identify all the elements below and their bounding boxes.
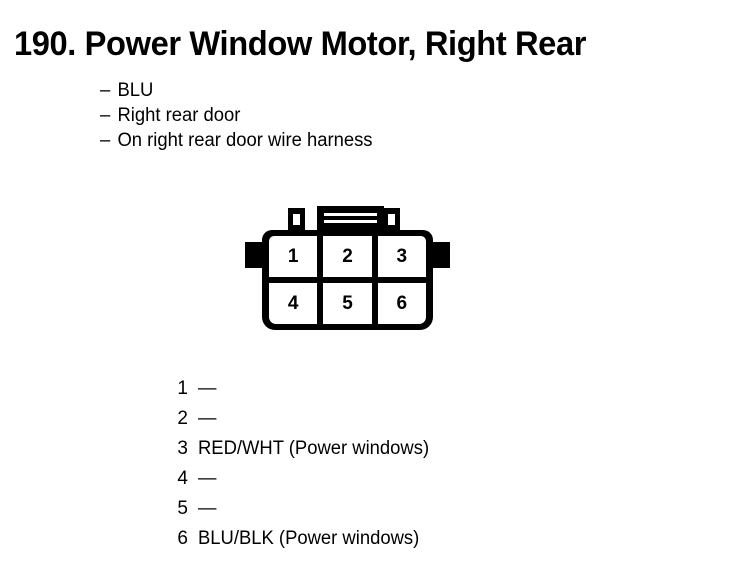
- note-item-label: On right rear door wire harness: [117, 130, 373, 151]
- pin-description: —: [198, 468, 217, 489]
- pin-number: 6: [177, 528, 188, 549]
- connector-body: 1 2 3 4 5 6: [262, 230, 433, 330]
- page-title: 190. Power Window Motor, Right Rear: [14, 25, 587, 63]
- note-list: –BLU –Right rear door –On right rear doo…: [100, 78, 620, 153]
- connector-diagram: 1 2 3 4 5 6: [245, 204, 450, 332]
- pin-assignment-list: 1 — 2 — 3 RED/WHT (Power windows) 4 — 5 …: [176, 378, 436, 558]
- pin-row: 4 —: [176, 468, 436, 498]
- note-dash-icon: –: [100, 105, 111, 126]
- note-item-label: Right rear door: [117, 105, 241, 126]
- pin-row: 2 —: [176, 408, 436, 438]
- pin-number: 1: [177, 378, 188, 399]
- connector-tab-left-hole: [293, 214, 300, 225]
- connector-latch-icon: [317, 206, 384, 232]
- pin-description: RED/WHT (Power windows): [198, 438, 430, 459]
- connector-pin-cell: 4: [269, 283, 318, 324]
- pin-number: 3: [177, 438, 188, 459]
- note-item: –Right rear door: [100, 103, 604, 128]
- note-item: –BLU: [100, 78, 604, 103]
- connector-pin-cell: 6: [377, 283, 426, 324]
- pin-description: BLU/BLK (Power windows): [198, 528, 420, 549]
- connector-ear-right-icon: [428, 242, 450, 268]
- connector-tab-right-hole: [388, 214, 395, 225]
- pin-description: —: [198, 498, 217, 519]
- connector-pin-cell: 2: [323, 236, 372, 277]
- connector-latch-slit-lower: [324, 220, 377, 223]
- note-dash-icon: –: [100, 80, 111, 101]
- note-dash-icon: –: [100, 130, 111, 151]
- connector-tab-left-icon: [288, 208, 305, 232]
- connector-tab-right-icon: [383, 208, 400, 232]
- pin-number: 5: [177, 498, 188, 519]
- connector-latch-slit-upper: [324, 213, 377, 216]
- connector-pin-cell: 5: [323, 283, 372, 324]
- note-item: –On right rear door wire harness: [100, 128, 604, 153]
- note-item-label: BLU: [117, 80, 154, 101]
- connector-pin-cell: 3: [377, 236, 426, 277]
- pin-description: —: [198, 378, 217, 399]
- pin-row: 3 RED/WHT (Power windows): [176, 438, 436, 468]
- pin-number: 2: [177, 408, 188, 429]
- pin-row: 1 —: [176, 378, 436, 408]
- connector-pin-grid: 1 2 3 4 5 6: [269, 236, 426, 324]
- pin-row: 6 BLU/BLK (Power windows): [176, 528, 436, 558]
- pin-row: 5 —: [176, 498, 436, 528]
- pin-description: —: [198, 408, 217, 429]
- pin-number: 4: [177, 468, 188, 489]
- connector-pin-cell: 1: [269, 236, 318, 277]
- connector-ear-left-icon: [245, 242, 267, 268]
